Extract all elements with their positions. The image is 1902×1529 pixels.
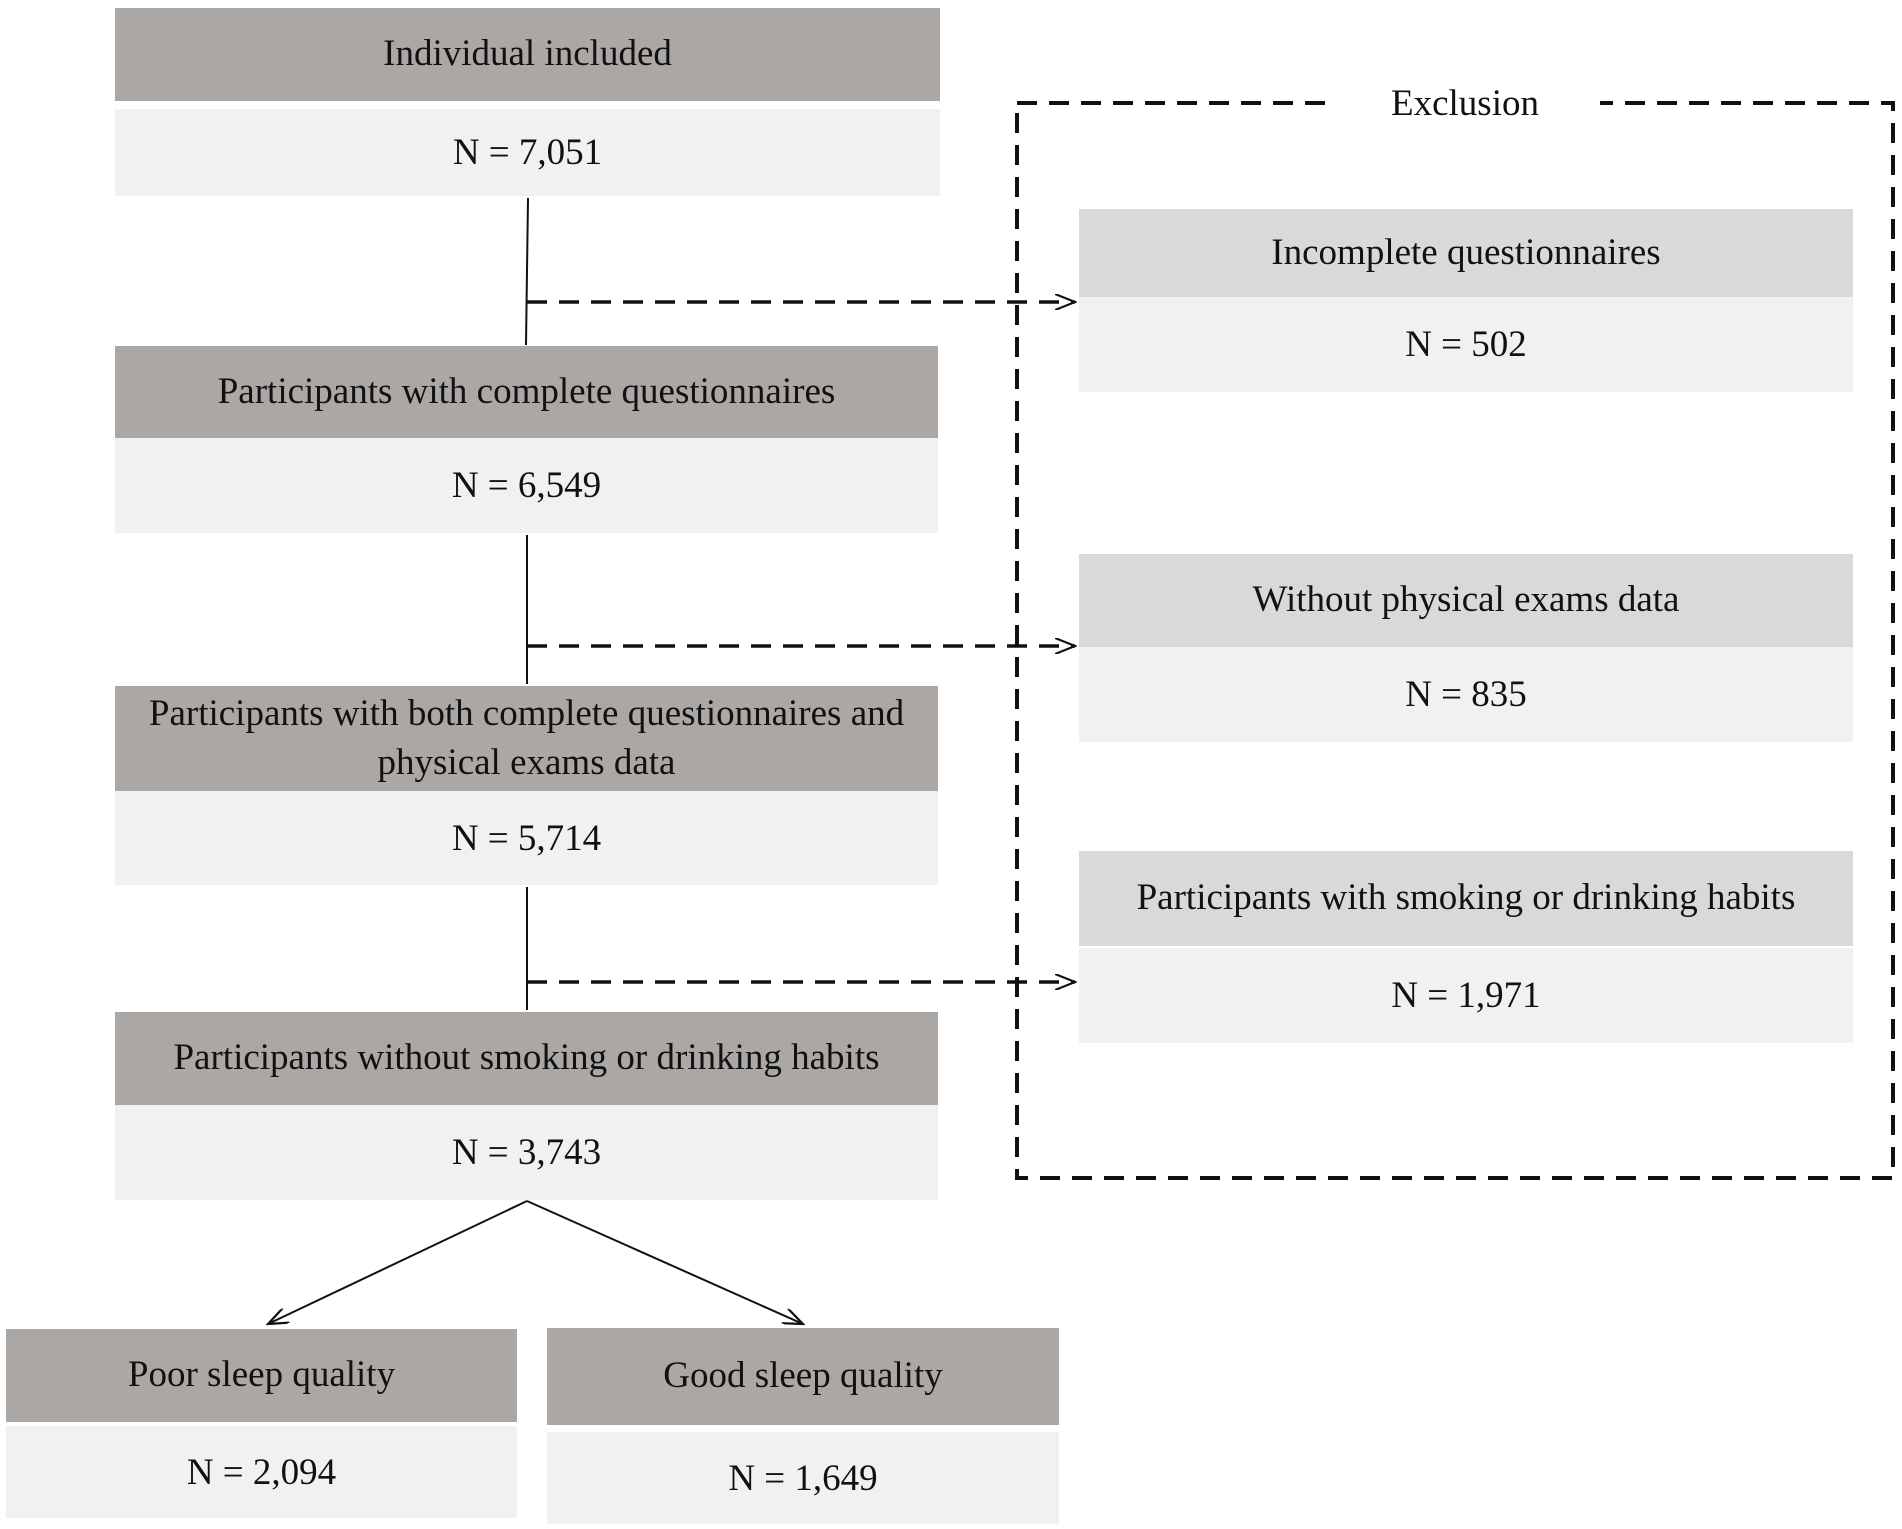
- box-label: Good sleep quality: [547, 1328, 1059, 1425]
- box-count: N = 5,714: [115, 791, 938, 885]
- box-complete-questionnaires: Participants with complete questionnaire…: [115, 346, 938, 533]
- box-count: N = 2,094: [6, 1426, 517, 1518]
- box-questionnaires-and-exams: Participants with both complete question…: [115, 686, 938, 885]
- box-label: Without physical exams data: [1079, 554, 1853, 647]
- exclusion-frame: [1015, 101, 1895, 1180]
- box-count: N = 1,971: [1079, 948, 1853, 1043]
- box-individual-included: Individual included N = 7,051: [115, 8, 940, 196]
- box-without-smoking-drinking: Participants without smoking or drinking…: [115, 1012, 938, 1200]
- box-count: N = 1,649: [547, 1432, 1059, 1524]
- box-poor-sleep-quality: Poor sleep quality N = 2,094: [6, 1329, 517, 1518]
- connector-1: [525, 197, 529, 346]
- box-count: N = 835: [1079, 647, 1853, 742]
- box-count: N = 7,051: [115, 109, 940, 196]
- box-label: Participants with both complete question…: [115, 686, 938, 791]
- box-label: Poor sleep quality: [6, 1329, 517, 1422]
- box-label: Individual included: [115, 8, 940, 101]
- box-good-sleep-quality: Good sleep quality N = 1,649: [547, 1328, 1059, 1524]
- box-count: N = 502: [1079, 297, 1853, 392]
- exclusion-title: Exclusion: [1330, 78, 1600, 130]
- box-without-physical-exams: Without physical exams data N = 835: [1079, 554, 1853, 742]
- box-incomplete-questionnaires: Incomplete questionnaires N = 502: [1079, 209, 1853, 392]
- box-with-smoking-drinking: Participants with smoking or drinking ha…: [1079, 851, 1853, 1043]
- box-label: Participants without smoking or drinking…: [115, 1012, 938, 1105]
- box-label: Participants with complete questionnaire…: [115, 346, 938, 438]
- box-label: Participants with smoking or drinking ha…: [1079, 851, 1853, 946]
- box-label: Incomplete questionnaires: [1079, 209, 1853, 297]
- split-arrow-good: [526, 1200, 803, 1324]
- box-count: N = 6,549: [115, 438, 938, 533]
- box-count: N = 3,743: [115, 1105, 938, 1200]
- split-arrow-poor: [268, 1200, 528, 1324]
